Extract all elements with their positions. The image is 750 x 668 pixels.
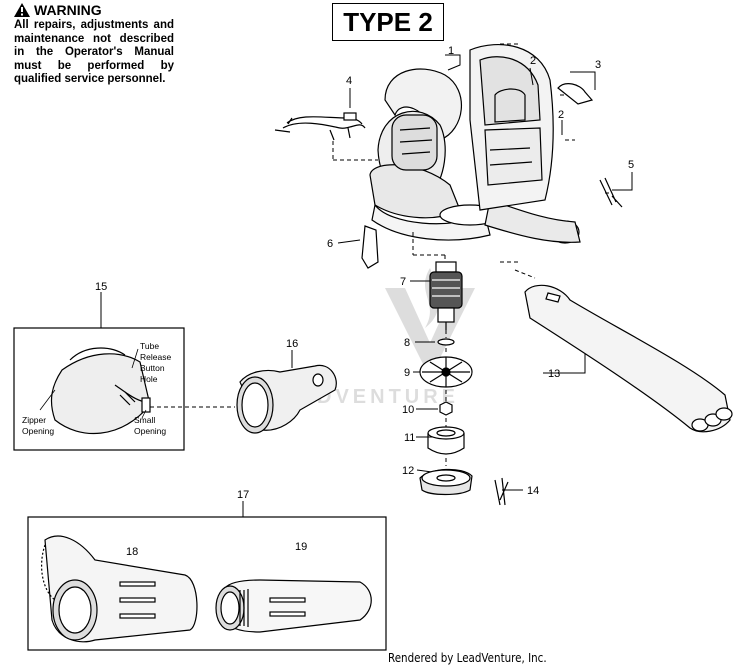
wire-harness [274,112,366,141]
latch-part [361,225,379,269]
callout-4: 4 [346,75,352,87]
impeller [419,356,473,388]
label-button: Button [140,363,165,373]
screw-set [494,477,509,506]
warning-notice: WARNING All repairs, adjustments and mai… [14,2,174,87]
callout-7: 7 [400,276,406,288]
label-zipper: Zipper [22,415,46,425]
type-label-box: TYPE 2 [332,3,444,41]
callout-8: 8 [404,337,410,349]
callout-1: 1 [448,45,454,57]
spacer-ring [427,426,465,455]
callout-3: 3 [595,59,601,71]
callout-12: 12 [402,465,414,477]
label-hole: Hole [140,374,158,384]
callout-10: 10 [402,404,414,416]
nut [439,401,453,416]
washer [437,338,455,346]
vacuum-adapter-tube [236,364,337,434]
label-tube: Tube [140,341,159,351]
label-zipper-opening: Opening [22,426,54,436]
blower-tube [524,284,733,433]
vacuum-tubes-box [27,516,387,651]
label-release: Release [140,352,171,362]
callout-6: 6 [327,238,333,250]
callout-18: 18 [126,546,138,558]
vacuum-tube-lower [215,579,372,633]
label-small: Small [134,415,155,425]
spring-clip-part [599,177,623,208]
callout-16: 16 [286,338,298,350]
impeller-cover [419,468,473,496]
callout-11: 11 [404,432,415,444]
blower-housing [369,44,581,244]
callout-13: 13 [548,368,560,380]
warning-heading: WARNING [14,2,174,18]
callout-17: 17 [237,489,249,501]
switch-part [557,83,594,105]
type-label: TYPE 2 [343,6,433,37]
callout-9: 9 [404,367,410,379]
callout-19: 19 [295,541,307,553]
warning-triangle-icon [14,3,30,17]
callout-14: 14 [527,485,539,497]
callout-5: 5 [628,159,634,171]
warning-body: All repairs, adjustments and maintenance… [14,19,174,85]
label-small-opening: Opening [134,426,166,436]
callout-15: 15 [95,281,107,293]
vacuum-bag [50,347,151,435]
motor [429,261,463,330]
callout-2b: 2 [558,109,564,121]
footer-credit: Rendered by LeadVenture, Inc. [388,651,547,665]
vacuum-bag-box [13,327,185,451]
callout-2a: 2 [530,55,536,67]
vacuum-tube-upper [41,535,198,643]
warning-title: WARNING [34,2,102,18]
